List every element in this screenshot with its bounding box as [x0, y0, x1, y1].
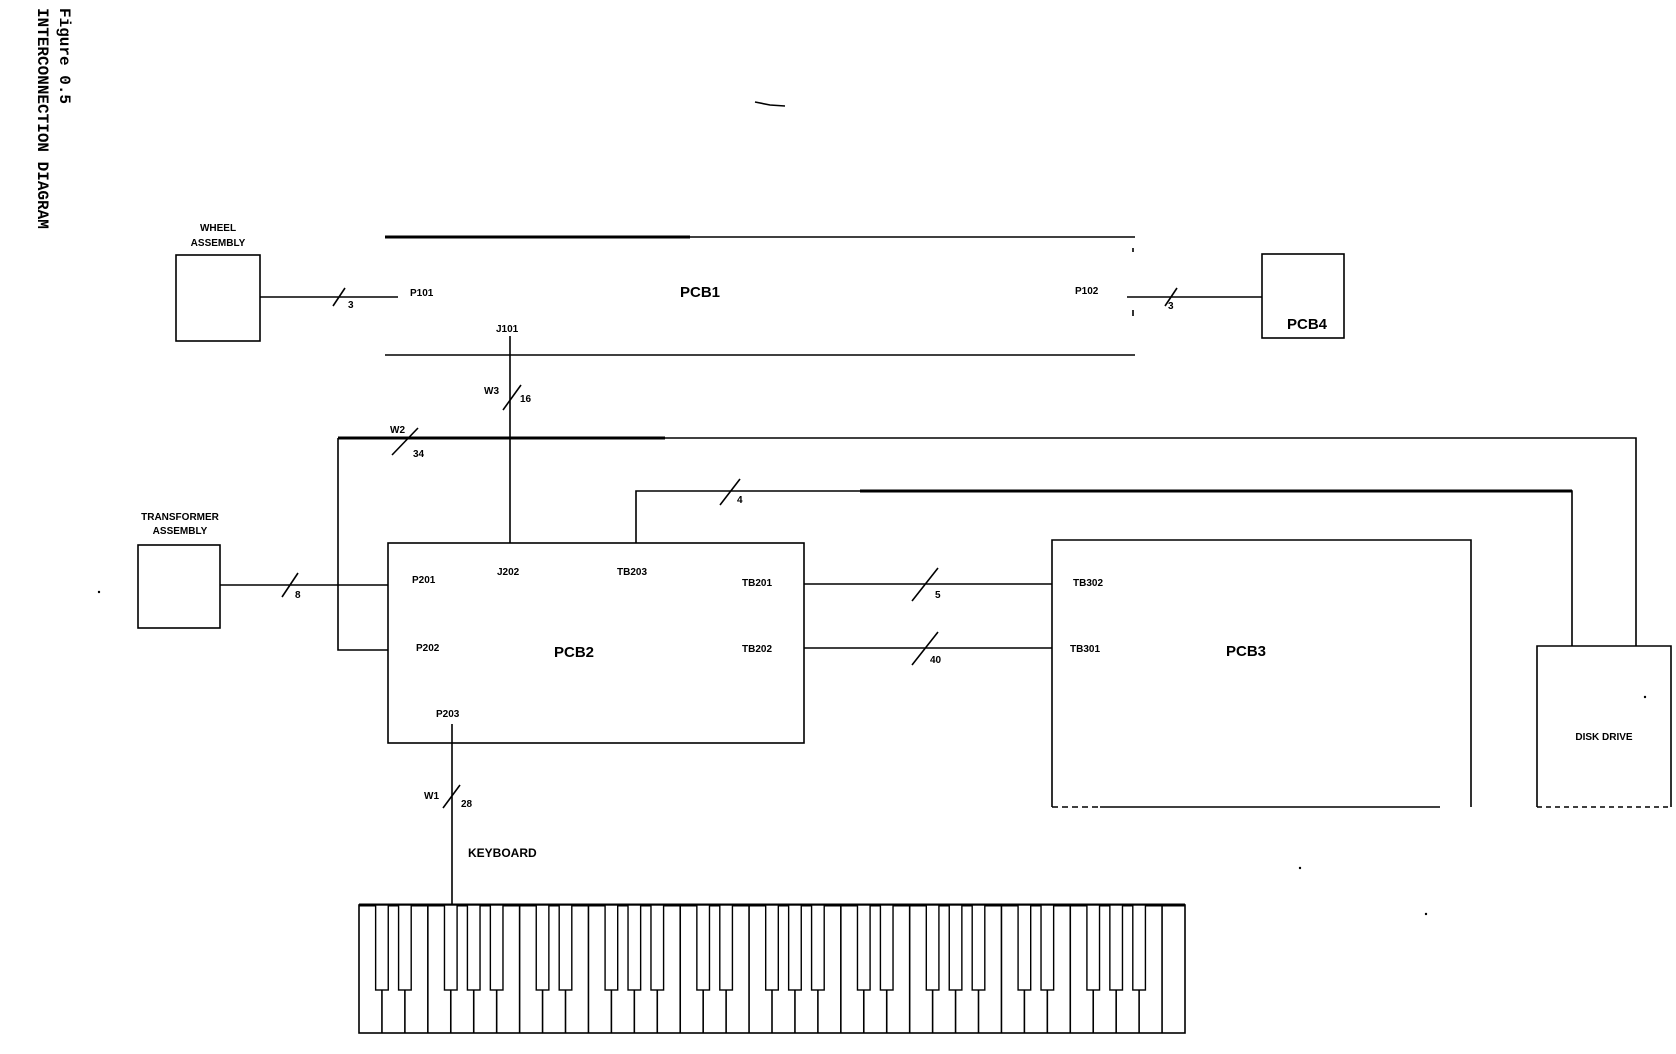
black-key — [1040, 904, 1055, 991]
black-key — [971, 904, 986, 991]
black-key — [443, 904, 458, 991]
tb301-label: TB301 — [1070, 644, 1100, 655]
tb202-label: TB202 — [742, 644, 772, 655]
pcb1-board — [385, 235, 1135, 356]
tb302-label: TB302 — [1073, 578, 1103, 589]
j202-label: J202 — [497, 567, 520, 578]
black-key — [719, 904, 734, 991]
black-key — [650, 904, 665, 991]
black-key — [466, 904, 481, 991]
wheel-wire-slash — [332, 287, 346, 307]
black-key — [856, 904, 871, 991]
transformer-wire-count: 8 — [295, 590, 301, 601]
black-key — [925, 904, 940, 991]
w2-count: 34 — [413, 449, 425, 460]
pcb4-wire-count: 3 — [1168, 301, 1174, 312]
black-key — [489, 904, 504, 991]
w2-wire-left — [337, 438, 388, 651]
pcb2-box — [387, 542, 805, 744]
speck — [1298, 866, 1302, 870]
w1-count: 28 — [461, 799, 473, 810]
disk-drive-label: DISK DRIVE — [1575, 732, 1633, 743]
wheel-assembly-label-2: ASSEMBLY — [191, 238, 246, 249]
tb202-tb301-wire-count: 40 — [930, 655, 942, 666]
black-key — [879, 904, 894, 991]
wheel-assembly-box — [175, 254, 261, 342]
w2-wire-slash — [391, 427, 419, 456]
black-key — [627, 904, 642, 991]
wheel-assembly-label-1: WHEEL — [200, 223, 236, 234]
tb203-label: TB203 — [617, 567, 647, 578]
black-key — [604, 904, 619, 991]
pcb4-box — [1261, 253, 1345, 339]
speck — [1643, 695, 1647, 699]
w3-count: 16 — [520, 394, 532, 405]
black-key — [397, 904, 412, 991]
w3-label: W3 — [484, 386, 499, 397]
black-key — [1132, 904, 1147, 991]
tb202-tb301-wire-slash — [911, 631, 939, 666]
transformer-box — [137, 544, 221, 629]
disk-drive-box — [1536, 645, 1672, 807]
tb201-label: TB201 — [742, 578, 772, 589]
w1-label: W1 — [424, 791, 439, 802]
p102-label: P102 — [1075, 286, 1099, 297]
pcb3-label: PCB3 — [1226, 643, 1266, 660]
black-key — [787, 904, 802, 991]
pcb4-label: PCB4 — [1287, 316, 1328, 333]
disk-power-wire-count: 4 — [737, 495, 743, 506]
black-key — [810, 904, 825, 991]
pcb1-label: PCB1 — [680, 284, 720, 301]
w2-label: W2 — [390, 425, 405, 436]
scribble-mark — [754, 101, 786, 107]
transformer-label-1: TRANSFORMER — [141, 512, 220, 523]
black-key — [374, 904, 389, 991]
p201-label: P201 — [412, 575, 436, 586]
speck — [1424, 912, 1428, 916]
transformer-wire-slash — [281, 572, 299, 598]
pcb2-label: PCB2 — [554, 644, 594, 661]
black-key — [948, 904, 963, 991]
w3-wire-slash — [502, 384, 522, 411]
speck — [97, 590, 101, 594]
keyboard-label: KEYBOARD — [468, 846, 537, 860]
black-key — [696, 904, 711, 991]
pcb3-box — [1051, 539, 1472, 807]
keyboard-graphic — [358, 903, 1186, 1034]
pcb4-wire-slash — [1164, 287, 1178, 307]
disk-power-wire — [635, 490, 1573, 646]
wheel-wire-count: 3 — [348, 300, 354, 311]
tb201-tb302-wire-count: 5 — [935, 590, 941, 601]
tb201-tb302-wire-slash — [911, 567, 939, 602]
figure-number: Figure 0.5 — [55, 8, 73, 104]
p101-label: P101 — [410, 288, 434, 299]
black-key — [764, 904, 780, 991]
p203-label: P203 — [436, 709, 460, 720]
black-key — [1086, 904, 1101, 991]
black-key — [1109, 904, 1124, 991]
transformer-label-2: ASSEMBLY — [153, 526, 208, 537]
figure-title: INTERCONNECTION DIAGRAM — [33, 8, 51, 229]
black-key — [535, 904, 550, 991]
black-key — [558, 904, 573, 991]
p202-label: P202 — [416, 643, 440, 654]
figure-caption: Figure 0.5 INTERCONNECTION DIAGRAM — [33, 8, 73, 229]
w2-wire-top — [665, 437, 1637, 646]
disk-power-wire-slash — [719, 478, 741, 506]
black-key — [1017, 904, 1032, 991]
j101-label: J101 — [496, 324, 519, 335]
w1-wire-slash — [442, 784, 461, 809]
